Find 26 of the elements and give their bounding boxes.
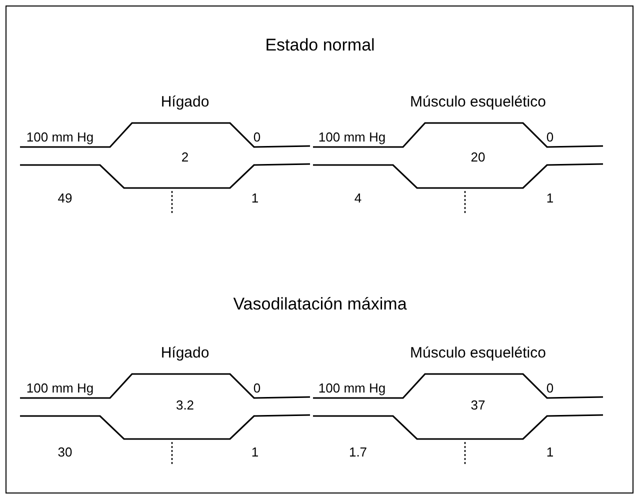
value-label: 20 bbox=[470, 150, 486, 164]
panel-heading: Músculo esquelético bbox=[410, 346, 546, 360]
value-label: 100 mm Hg bbox=[26, 130, 94, 144]
value-label: 100 mm Hg bbox=[318, 130, 386, 144]
value-label: 1 bbox=[251, 192, 259, 204]
value-label: 100 mm Hg bbox=[318, 382, 386, 394]
panel-heading: Hígado bbox=[160, 346, 210, 360]
value-label: 0 bbox=[546, 130, 554, 144]
value-label: 1.7 bbox=[348, 446, 368, 458]
value-label: 1 bbox=[251, 446, 259, 458]
value-label: 0 bbox=[253, 382, 261, 394]
section-heading: Estado normal bbox=[265, 36, 375, 54]
value-label: 49 bbox=[58, 192, 72, 204]
value-label: 1 bbox=[546, 192, 554, 204]
panel-heading: Músculo esquelético bbox=[410, 94, 546, 110]
value-label: 0 bbox=[546, 382, 554, 394]
value-label: 2 bbox=[181, 150, 189, 164]
value-label: 37 bbox=[470, 398, 486, 412]
value-label: 4 bbox=[354, 192, 362, 204]
value-label: 1 bbox=[546, 446, 554, 458]
value-label: 3.2 bbox=[176, 398, 194, 412]
value-label: 30 bbox=[58, 446, 72, 458]
value-label: 0 bbox=[253, 130, 261, 144]
panel-heading: Hígado bbox=[160, 94, 210, 110]
section-heading: Vasodilatación máxima bbox=[233, 296, 407, 312]
value-label: 100 mm Hg bbox=[26, 382, 94, 394]
